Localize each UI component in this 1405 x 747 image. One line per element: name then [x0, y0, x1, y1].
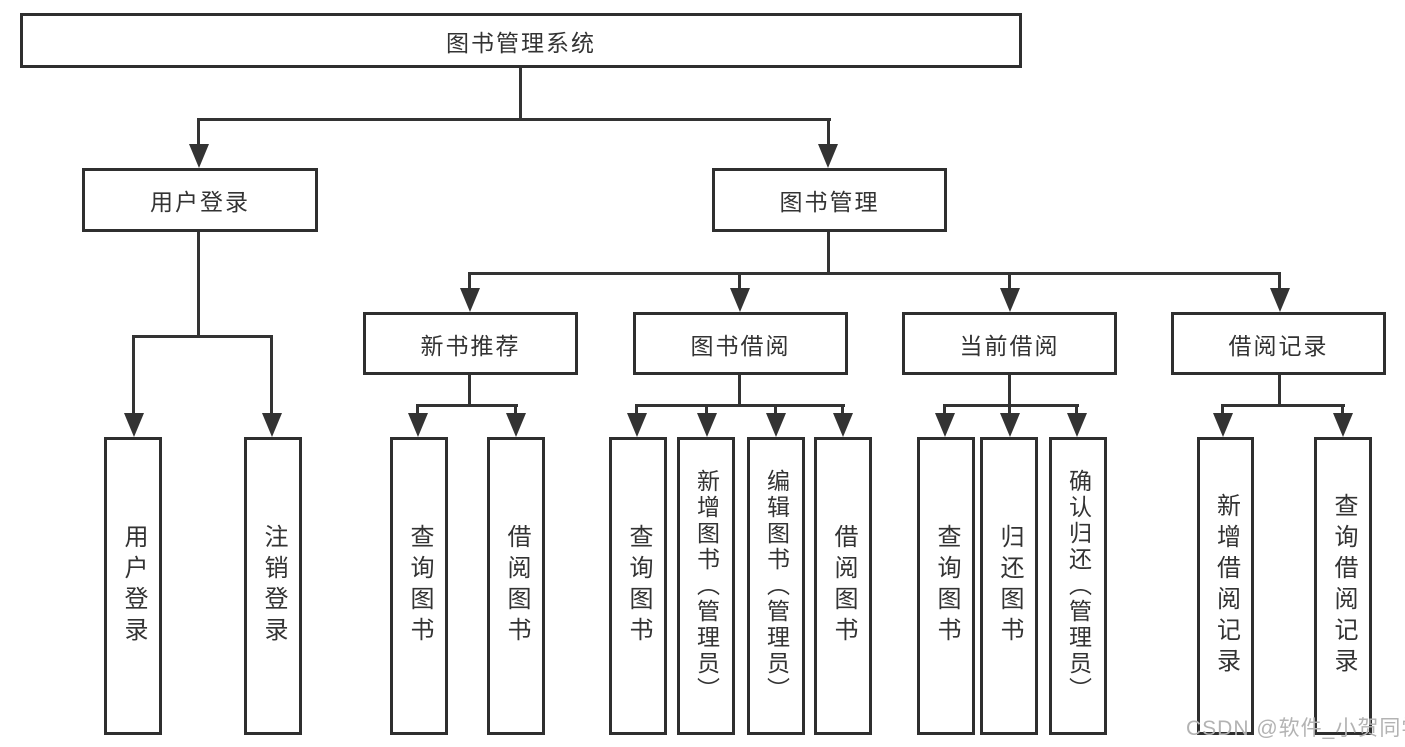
node-new-book-recommend: 新书推荐	[363, 312, 578, 375]
leaf-label: 归还图书	[996, 524, 1023, 648]
leaf-user-login: 用户登录	[104, 437, 162, 735]
node-current-borrow: 当前借阅	[902, 312, 1117, 375]
borrow-bar-line	[635, 404, 845, 407]
node-borrow-records: 借阅记录	[1171, 312, 1386, 375]
book-mgmt-stem-line	[827, 232, 830, 275]
leaf-label: 注销登录	[260, 524, 287, 648]
user-login-stem-line	[197, 232, 200, 338]
drop-line	[416, 404, 419, 416]
node-book-borrow: 图书借阅	[633, 312, 848, 375]
arrow-down-icon	[1000, 413, 1020, 437]
drop-line	[1008, 404, 1011, 416]
leaf-query-borrow-record: 查询借阅记录	[1314, 437, 1372, 735]
drop-line	[132, 335, 135, 415]
leaf-label: 编辑图书（管理员）	[763, 469, 790, 703]
node-book-management: 图书管理	[712, 168, 947, 232]
leaf-borrow-books: 借阅图书	[814, 437, 872, 735]
arrow-down-icon	[408, 413, 428, 437]
leaf-query-books: 查询图书	[390, 437, 448, 735]
arrow-down-icon	[833, 413, 853, 437]
drop-line	[705, 404, 708, 416]
arrow-down-icon	[627, 413, 647, 437]
leaf-label: 新增图书（管理员）	[693, 469, 720, 703]
leaf-add-borrow-record: 新增借阅记录	[1197, 437, 1254, 735]
node-user-login: 用户登录	[82, 168, 318, 232]
arrow-down-icon	[1333, 413, 1353, 437]
new-book-stem-line	[468, 375, 471, 407]
arrow-down-icon	[1000, 288, 1020, 312]
arrow-down-icon	[189, 144, 209, 168]
drop-line	[841, 404, 844, 416]
current-stem-line	[1008, 375, 1011, 407]
csdn-watermark: CSDN @软件_小贺同学	[1186, 717, 1405, 740]
arrow-down-icon	[124, 413, 144, 437]
leaf-label: 查询借阅记录	[1330, 493, 1357, 679]
drop-line	[635, 404, 638, 416]
records-stem-line	[1278, 375, 1281, 407]
user-login-bar-line	[132, 335, 273, 338]
new-book-bar-line	[416, 404, 518, 407]
leaf-confirm-return-admin: 确认归还（管理员）	[1049, 437, 1107, 735]
leaf-return-books: 归还图书	[980, 437, 1038, 735]
leaf-label: 确认归还（管理员）	[1065, 469, 1092, 703]
drop-line	[514, 404, 517, 416]
leaf-add-books-admin: 新增图书（管理员）	[677, 437, 735, 735]
arrow-down-icon	[935, 413, 955, 437]
node-root: 图书管理系统	[20, 13, 1022, 68]
arrow-down-icon	[460, 288, 480, 312]
level1-bar-line	[197, 118, 831, 121]
drop-line	[270, 335, 273, 415]
drop-line	[1008, 272, 1011, 292]
records-bar-line	[1221, 404, 1345, 407]
drop-line	[468, 272, 471, 292]
drop-line	[738, 272, 741, 292]
leaf-label: 用户登录	[120, 524, 147, 648]
drop-line	[1075, 404, 1078, 416]
leaf-logout: 注销登录	[244, 437, 302, 735]
level2-bar-line	[468, 272, 1281, 275]
drop-line	[1278, 272, 1281, 292]
arrow-down-icon	[697, 413, 717, 437]
borrow-stem-line	[738, 375, 741, 407]
leaf-query-books: 查询图书	[917, 437, 975, 735]
leaf-label: 查询图书	[933, 524, 960, 648]
arrow-down-icon	[1067, 413, 1087, 437]
arrow-down-icon	[818, 144, 838, 168]
current-bar-line	[943, 404, 1079, 407]
leaf-label: 借阅图书	[830, 524, 857, 648]
leaf-label: 查询图书	[406, 524, 433, 648]
leaf-label: 新增借阅记录	[1212, 493, 1240, 679]
level1-right-drop-line	[827, 118, 830, 148]
leaf-query-books: 查询图书	[609, 437, 667, 735]
arrow-down-icon	[1213, 413, 1233, 437]
arrow-down-icon	[262, 413, 282, 437]
drop-line	[1221, 404, 1224, 416]
root-stem-line	[519, 68, 522, 121]
drop-line	[1341, 404, 1344, 416]
leaf-label: 查询图书	[625, 524, 652, 648]
drop-line	[943, 404, 946, 416]
level1-left-drop-line	[197, 118, 200, 148]
leaf-label: 借阅图书	[503, 524, 530, 648]
arrow-down-icon	[730, 288, 750, 312]
arrow-down-icon	[1270, 288, 1290, 312]
arrow-down-icon	[766, 413, 786, 437]
arrow-down-icon	[506, 413, 526, 437]
leaf-borrow-books: 借阅图书	[487, 437, 545, 735]
leaf-edit-books-admin: 编辑图书（管理员）	[747, 437, 805, 735]
drop-line	[774, 404, 777, 416]
